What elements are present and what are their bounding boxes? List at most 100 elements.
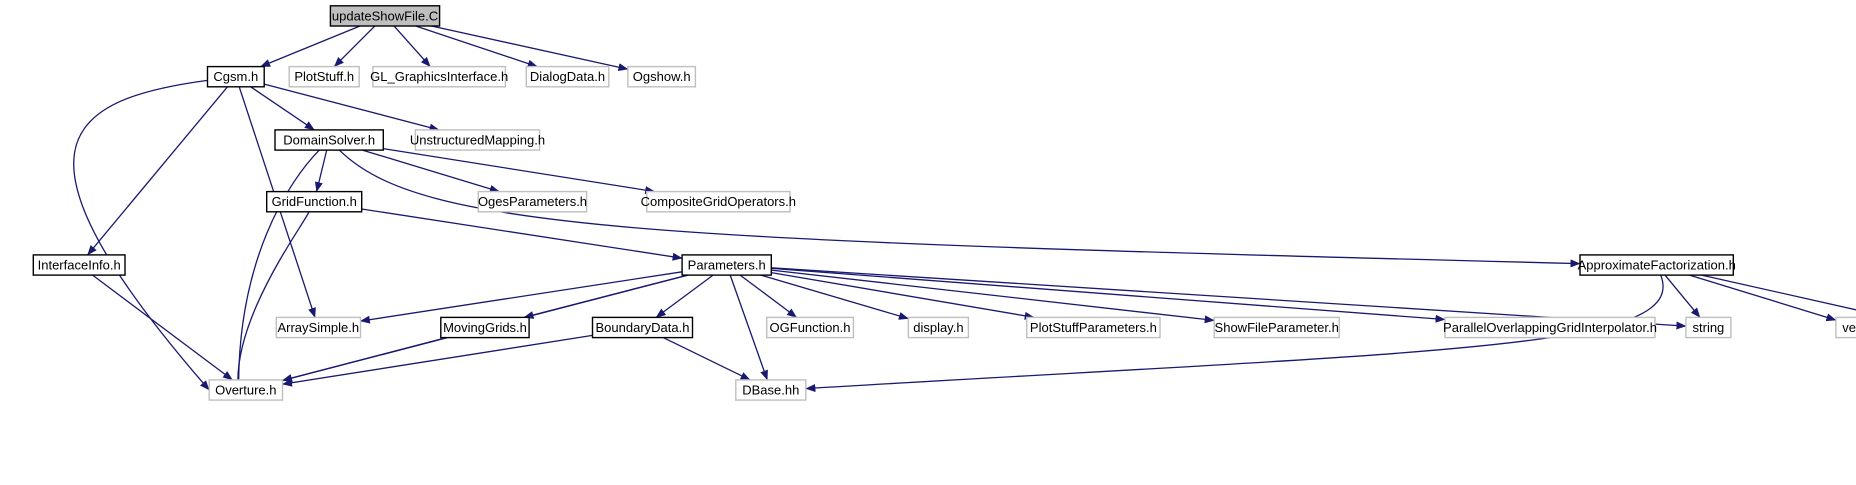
node-label: ArraySimple.h xyxy=(277,320,359,335)
edge-parameters-to-string xyxy=(771,267,1687,330)
node-label: Cgsm.h xyxy=(213,69,258,84)
node-label: CompositeGridOperators.h xyxy=(641,194,796,209)
node-cgsm-h[interactable]: Cgsm.h xyxy=(206,65,265,88)
node-box xyxy=(627,65,697,88)
node-label: ParallelOverlappingGridInterpolator.h xyxy=(1443,320,1657,335)
edge-parameters-to-arraysimple xyxy=(359,271,683,324)
edge-parameters-to-plotstuffparams xyxy=(771,271,1035,320)
node-dbase-hh: DBase.hh xyxy=(735,379,807,401)
node-label: OGFunction.h xyxy=(770,320,851,335)
edge-approxfact-to-list xyxy=(1701,274,1856,311)
edge-cgsm-to-domainsolver xyxy=(250,86,315,131)
node-overture-h: Overture.h xyxy=(208,379,284,401)
node-box xyxy=(32,254,126,276)
node-box xyxy=(266,190,363,213)
node-label: DomainSolver.h xyxy=(283,133,375,148)
node-label: string xyxy=(1693,320,1725,335)
node-label: DBase.hh xyxy=(742,383,799,398)
edge-cgsm-to-interfaceinfo xyxy=(87,86,228,256)
node-box xyxy=(646,190,791,213)
node-label: OgesParameters.h xyxy=(478,194,587,209)
edge-domainsolver-to-gridfunction xyxy=(314,149,328,193)
node-box xyxy=(329,5,441,27)
node-gridfunction-h[interactable]: GridFunction.h xyxy=(266,190,363,213)
node-box xyxy=(372,65,507,88)
node-label: DialogData.h xyxy=(530,69,605,84)
node-label: PlotStuffParameters.h xyxy=(1030,320,1157,335)
node-plotstuff-h: PlotStuff.h xyxy=(288,65,360,88)
node-box xyxy=(525,65,610,88)
edge-domainsolver-to-ogesparameters xyxy=(362,149,500,193)
edge-cgsm-to-unstructured xyxy=(264,83,440,132)
edge-boundarydata-to-overture xyxy=(282,334,593,387)
node-label: UnstructuredMapping.h xyxy=(410,133,545,148)
edge-domainsolver-to-compositegridops xyxy=(383,147,656,195)
edge-parameters-to-movinggrids xyxy=(523,274,688,319)
edge-gridfunction-to-parameters xyxy=(361,208,683,261)
node-ogesparameters-h: OgesParameters.h xyxy=(477,190,588,213)
edge-updateshowfile-to-ogshow xyxy=(430,25,629,72)
node-box xyxy=(1579,254,1735,276)
node-label: PlotStuff.h xyxy=(294,69,354,84)
node-domainsolver-h[interactable]: DomainSolver.h xyxy=(274,129,385,151)
edge-domainsolver-to-overture xyxy=(234,149,320,401)
node-arraysimple-h: ArraySimple.h xyxy=(275,316,362,339)
node-boundarydata-h[interactable]: BoundaryData.h xyxy=(591,316,694,339)
edge-parameters-to-boundarydata xyxy=(655,274,714,318)
edge-approxfact-to-dbase xyxy=(805,274,1664,393)
node-box xyxy=(681,254,772,276)
node-box xyxy=(766,316,855,339)
node-box xyxy=(735,379,807,401)
edge-interfaceinfo-to-overture xyxy=(92,274,233,381)
edge-updateshowfile-to-cgsm xyxy=(260,25,361,68)
node-label: BoundaryData.h xyxy=(596,320,690,335)
edge-parameters-to-display xyxy=(760,274,909,320)
node-label: InterfaceInfo.h xyxy=(38,258,121,273)
edge-updateshowfile-to-plotstuff xyxy=(333,25,376,68)
node-box xyxy=(208,379,284,401)
node-label: updateShowFile.C xyxy=(332,8,438,23)
edge-boundarydata-to-dbase xyxy=(662,337,751,381)
node-movinggrids-h[interactable]: MovingGrids.h xyxy=(440,316,530,339)
edge-cgsm-to-overture xyxy=(73,79,210,391)
edge-approxfact-to-string xyxy=(1664,274,1701,318)
node-box xyxy=(440,316,530,339)
edges-layer xyxy=(73,25,1856,401)
edge-movinggrids-to-overture xyxy=(282,336,447,382)
node-parameters-h[interactable]: Parameters.h xyxy=(681,254,772,276)
node-paralleloverlappinggridinterpolator-h: ParallelOverlappingGridInterpolator.h xyxy=(1443,316,1657,339)
node-label: vector xyxy=(1842,320,1856,335)
edge-parameters-to-parallelinterp xyxy=(771,267,1446,323)
node-box xyxy=(907,316,970,339)
node-gl-graphicsinterface-h: GL_GraphicsInterface.h xyxy=(370,65,508,88)
node-label: display.h xyxy=(913,320,963,335)
node-box xyxy=(477,190,588,213)
node-box xyxy=(414,129,541,151)
node-label: MovingGrids.h xyxy=(443,320,527,335)
node-unstructuredmapping-h: UnstructuredMapping.h xyxy=(410,129,545,151)
node-updateshowfile-c[interactable]: updateShowFile.C xyxy=(329,5,441,27)
node-box xyxy=(1835,316,1856,339)
edge-updateshowfile-to-dialogdata xyxy=(415,25,538,68)
node-ogshow-h: Ogshow.h xyxy=(627,65,697,88)
node-dialogdata-h: DialogData.h xyxy=(525,65,610,88)
node-box xyxy=(275,316,362,339)
node-box xyxy=(274,129,385,151)
node-box xyxy=(1685,316,1732,339)
node-string: string xyxy=(1685,316,1732,339)
node-vector: vector xyxy=(1835,316,1856,339)
node-box xyxy=(206,65,265,88)
node-box xyxy=(1213,316,1340,339)
edge-approxfact-to-vector xyxy=(1689,274,1837,322)
node-label: GridFunction.h xyxy=(272,194,357,209)
edge-parameters-to-dbase xyxy=(729,274,768,381)
node-box xyxy=(1444,316,1656,339)
edge-updateshowfile-to-glgraphics xyxy=(393,25,431,68)
node-label: ApproximateFactorization.h xyxy=(1578,258,1736,273)
edge-parameters-to-ogfunction xyxy=(739,274,798,318)
node-interfaceinfo-h[interactable]: InterfaceInfo.h xyxy=(32,254,126,276)
node-box xyxy=(288,65,360,88)
node-approximatefactorization-h[interactable]: ApproximateFactorization.h xyxy=(1578,254,1736,276)
node-label: GL_GraphicsInterface.h xyxy=(370,69,508,84)
